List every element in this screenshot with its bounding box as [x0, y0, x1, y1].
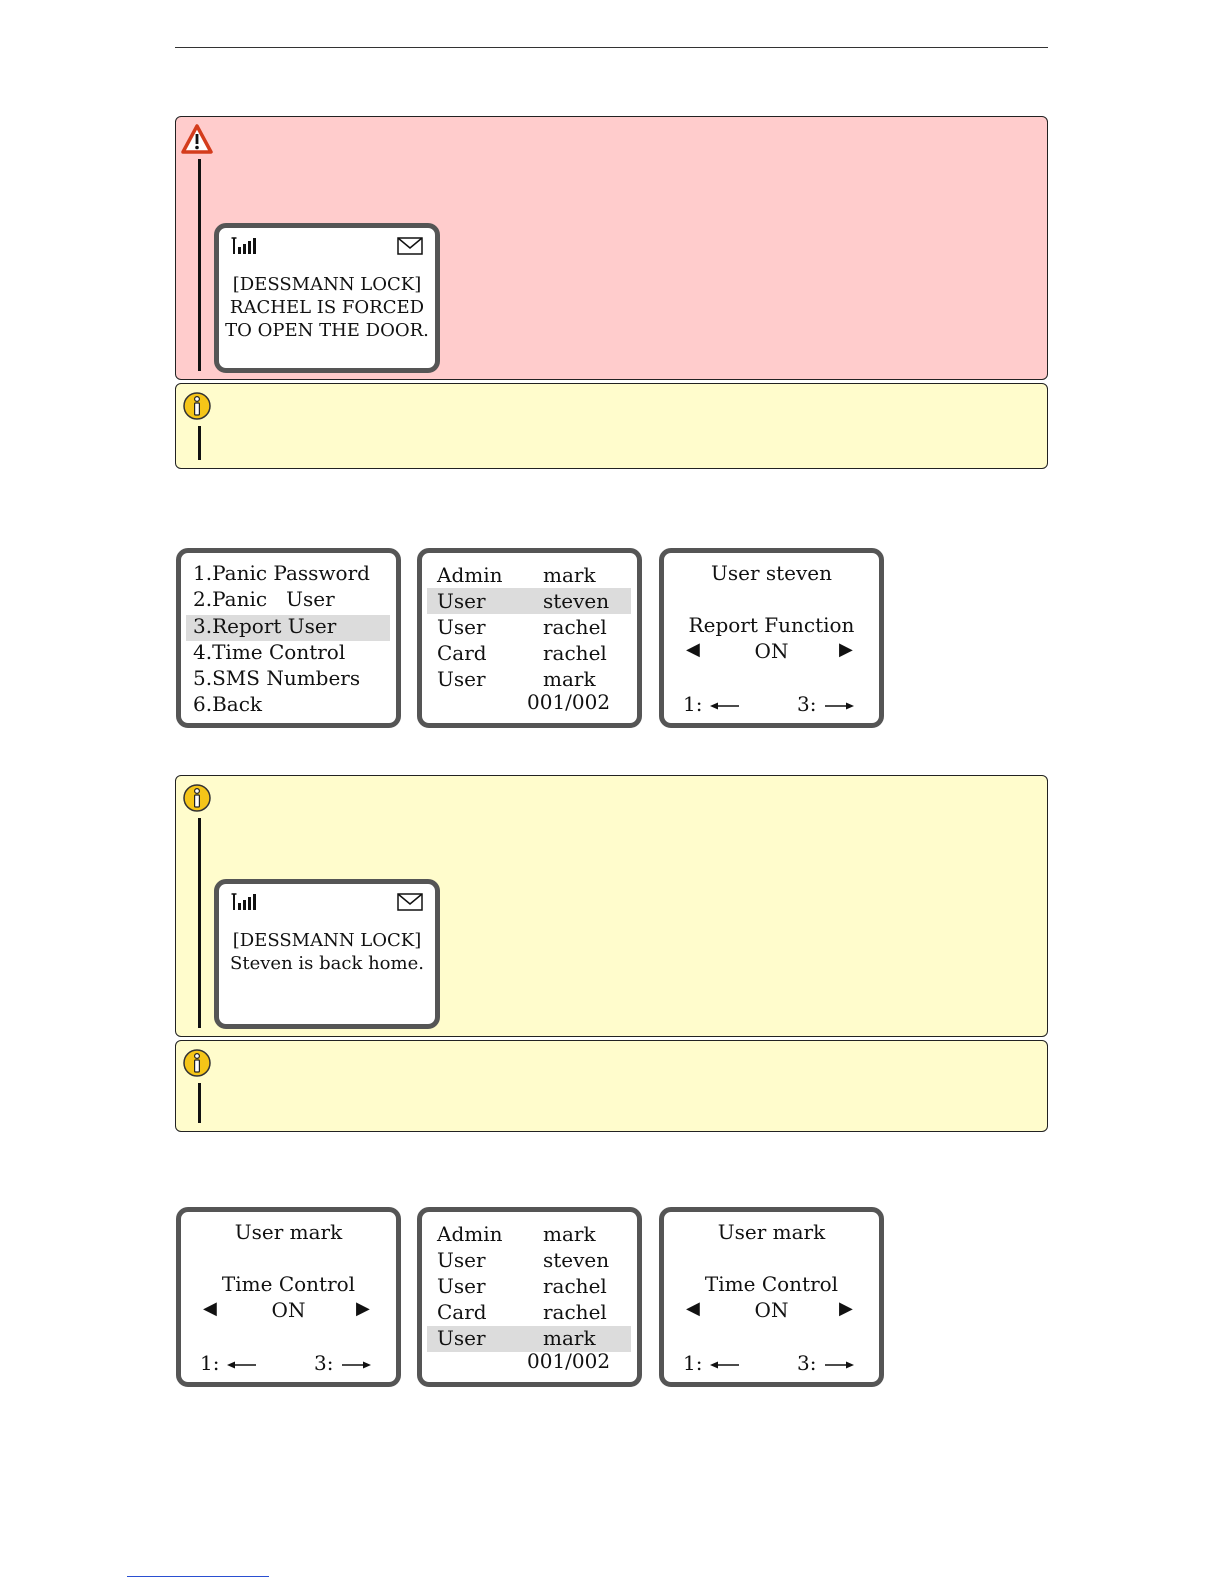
left-key-label: 1: [200, 1351, 220, 1375]
message-line: Steven is back home. [230, 953, 424, 974]
left-key-label: 1: [683, 1351, 703, 1375]
user-name[interactable]: mark [543, 1222, 596, 1246]
callout-bar [198, 159, 201, 371]
info-callout: [DESSMANN LOCK] Steven is back home. [175, 775, 1048, 1037]
setting-value: ON [271, 1298, 306, 1322]
user-type: User [437, 1274, 486, 1298]
user-name[interactable]: steven [543, 1248, 610, 1272]
user-name[interactable]: rachel [543, 1300, 607, 1324]
selected-row-highlight [186, 615, 390, 641]
setting-label: Report Function [688, 613, 855, 637]
envelope-icon [397, 893, 423, 911]
panic-menu-screen: 1.Panic Password 2.Panic User 3.Report U… [176, 548, 401, 728]
right-arrow-icon[interactable]: ▶ [839, 639, 853, 660]
screen-title: User mark [717, 1220, 826, 1244]
info-callout [175, 1040, 1048, 1132]
right-key-label: 3: [797, 1351, 817, 1375]
time-control-screen: User mark Time Control ◀ ON ▶ 1: 3: [659, 1207, 884, 1387]
message-line: TO OPEN THE DOOR. [225, 320, 429, 341]
info-icon [183, 1049, 211, 1077]
menu-item[interactable]: 1.Panic Password [193, 561, 370, 585]
menu-item[interactable]: 2.Panic User [193, 587, 335, 611]
user-name[interactable]: mark [543, 1326, 596, 1350]
warning-callout: [DESSMANN LOCK] RACHEL IS FORCED TO OPEN… [175, 116, 1048, 380]
user-type: User [437, 1248, 486, 1272]
info-icon [183, 784, 211, 812]
callout-bar [198, 818, 201, 1028]
right-key-label: 3: [314, 1351, 334, 1375]
menu-item[interactable]: 5.SMS Numbers [193, 666, 361, 690]
left-arrow-icon[interactable]: ◀ [686, 639, 700, 660]
user-name[interactable]: steven [543, 589, 610, 613]
user-type: Admin [437, 563, 503, 587]
page-indicator: 001/002 [527, 1349, 611, 1373]
arrow-left-icon [710, 1361, 739, 1369]
menu-item[interactable]: 4.Time Control [193, 640, 346, 664]
info-icon [183, 392, 211, 420]
callout-bar [198, 1083, 201, 1123]
warning-triangle-icon [181, 124, 213, 154]
screen-title: User steven [710, 561, 833, 585]
phone-message-screen: [DESSMANN LOCK] RACHEL IS FORCED TO OPEN… [214, 223, 440, 373]
arrow-right-icon [342, 1361, 371, 1369]
page-indicator: 001/002 [527, 690, 611, 714]
right-arrow-icon[interactable]: ▶ [356, 1298, 370, 1319]
selected-row-highlight [427, 1326, 631, 1352]
info-callout [175, 383, 1048, 469]
user-type: User [437, 1326, 486, 1350]
user-name[interactable]: rachel [543, 615, 607, 639]
message-line: [DESSMANN LOCK] [232, 930, 422, 951]
screen-title: User mark [234, 1220, 343, 1244]
callout-bar [198, 426, 201, 460]
arrow-left-icon [710, 702, 739, 710]
signal-bars-icon [231, 237, 256, 254]
user-type: User [437, 615, 486, 639]
menu-item-selected[interactable]: 3.Report User [193, 614, 337, 638]
envelope-icon [397, 237, 423, 255]
arrow-right-icon [825, 702, 854, 710]
user-name[interactable]: rachel [543, 1274, 607, 1298]
selected-row-highlight [427, 588, 631, 614]
setting-label: Time Control [704, 1272, 839, 1296]
user-name[interactable]: mark [543, 563, 596, 587]
report-function-screen: User steven Report Function ◀ ON ▶ 1: 3: [659, 548, 884, 728]
user-type: User [437, 667, 486, 691]
left-arrow-icon[interactable]: ◀ [686, 1298, 700, 1319]
arrow-right-icon [825, 1361, 854, 1369]
left-arrow-icon[interactable]: ◀ [203, 1298, 217, 1319]
user-type: Admin [437, 1222, 503, 1246]
setting-value: ON [754, 639, 789, 663]
left-key-label: 1: [683, 692, 703, 716]
user-type: User [437, 589, 486, 613]
right-arrow-icon[interactable]: ▶ [839, 1298, 853, 1319]
right-key-label: 3: [797, 692, 817, 716]
user-list-screen: Admin mark User steven User rachel Card … [417, 548, 642, 728]
time-control-screen: User mark Time Control ◀ ON ▶ 1: 3: [176, 1207, 401, 1387]
menu-item[interactable]: 6.Back [193, 692, 263, 716]
message-line: RACHEL IS FORCED [229, 297, 425, 318]
setting-label: Time Control [221, 1272, 356, 1296]
signal-bars-icon [231, 893, 256, 910]
user-type: Card [437, 1300, 487, 1324]
footnote-rule [127, 1576, 269, 1577]
phone-message-screen: [DESSMANN LOCK] Steven is back home. [214, 879, 440, 1029]
header-rule [175, 47, 1048, 48]
setting-value: ON [754, 1298, 789, 1322]
user-name[interactable]: mark [543, 667, 596, 691]
user-name[interactable]: rachel [543, 641, 607, 665]
user-type: Card [437, 641, 487, 665]
message-line: [DESSMANN LOCK] [232, 274, 422, 295]
user-list-screen: Admin mark User steven User rachel Card … [417, 1207, 642, 1387]
arrow-left-icon [227, 1361, 256, 1369]
